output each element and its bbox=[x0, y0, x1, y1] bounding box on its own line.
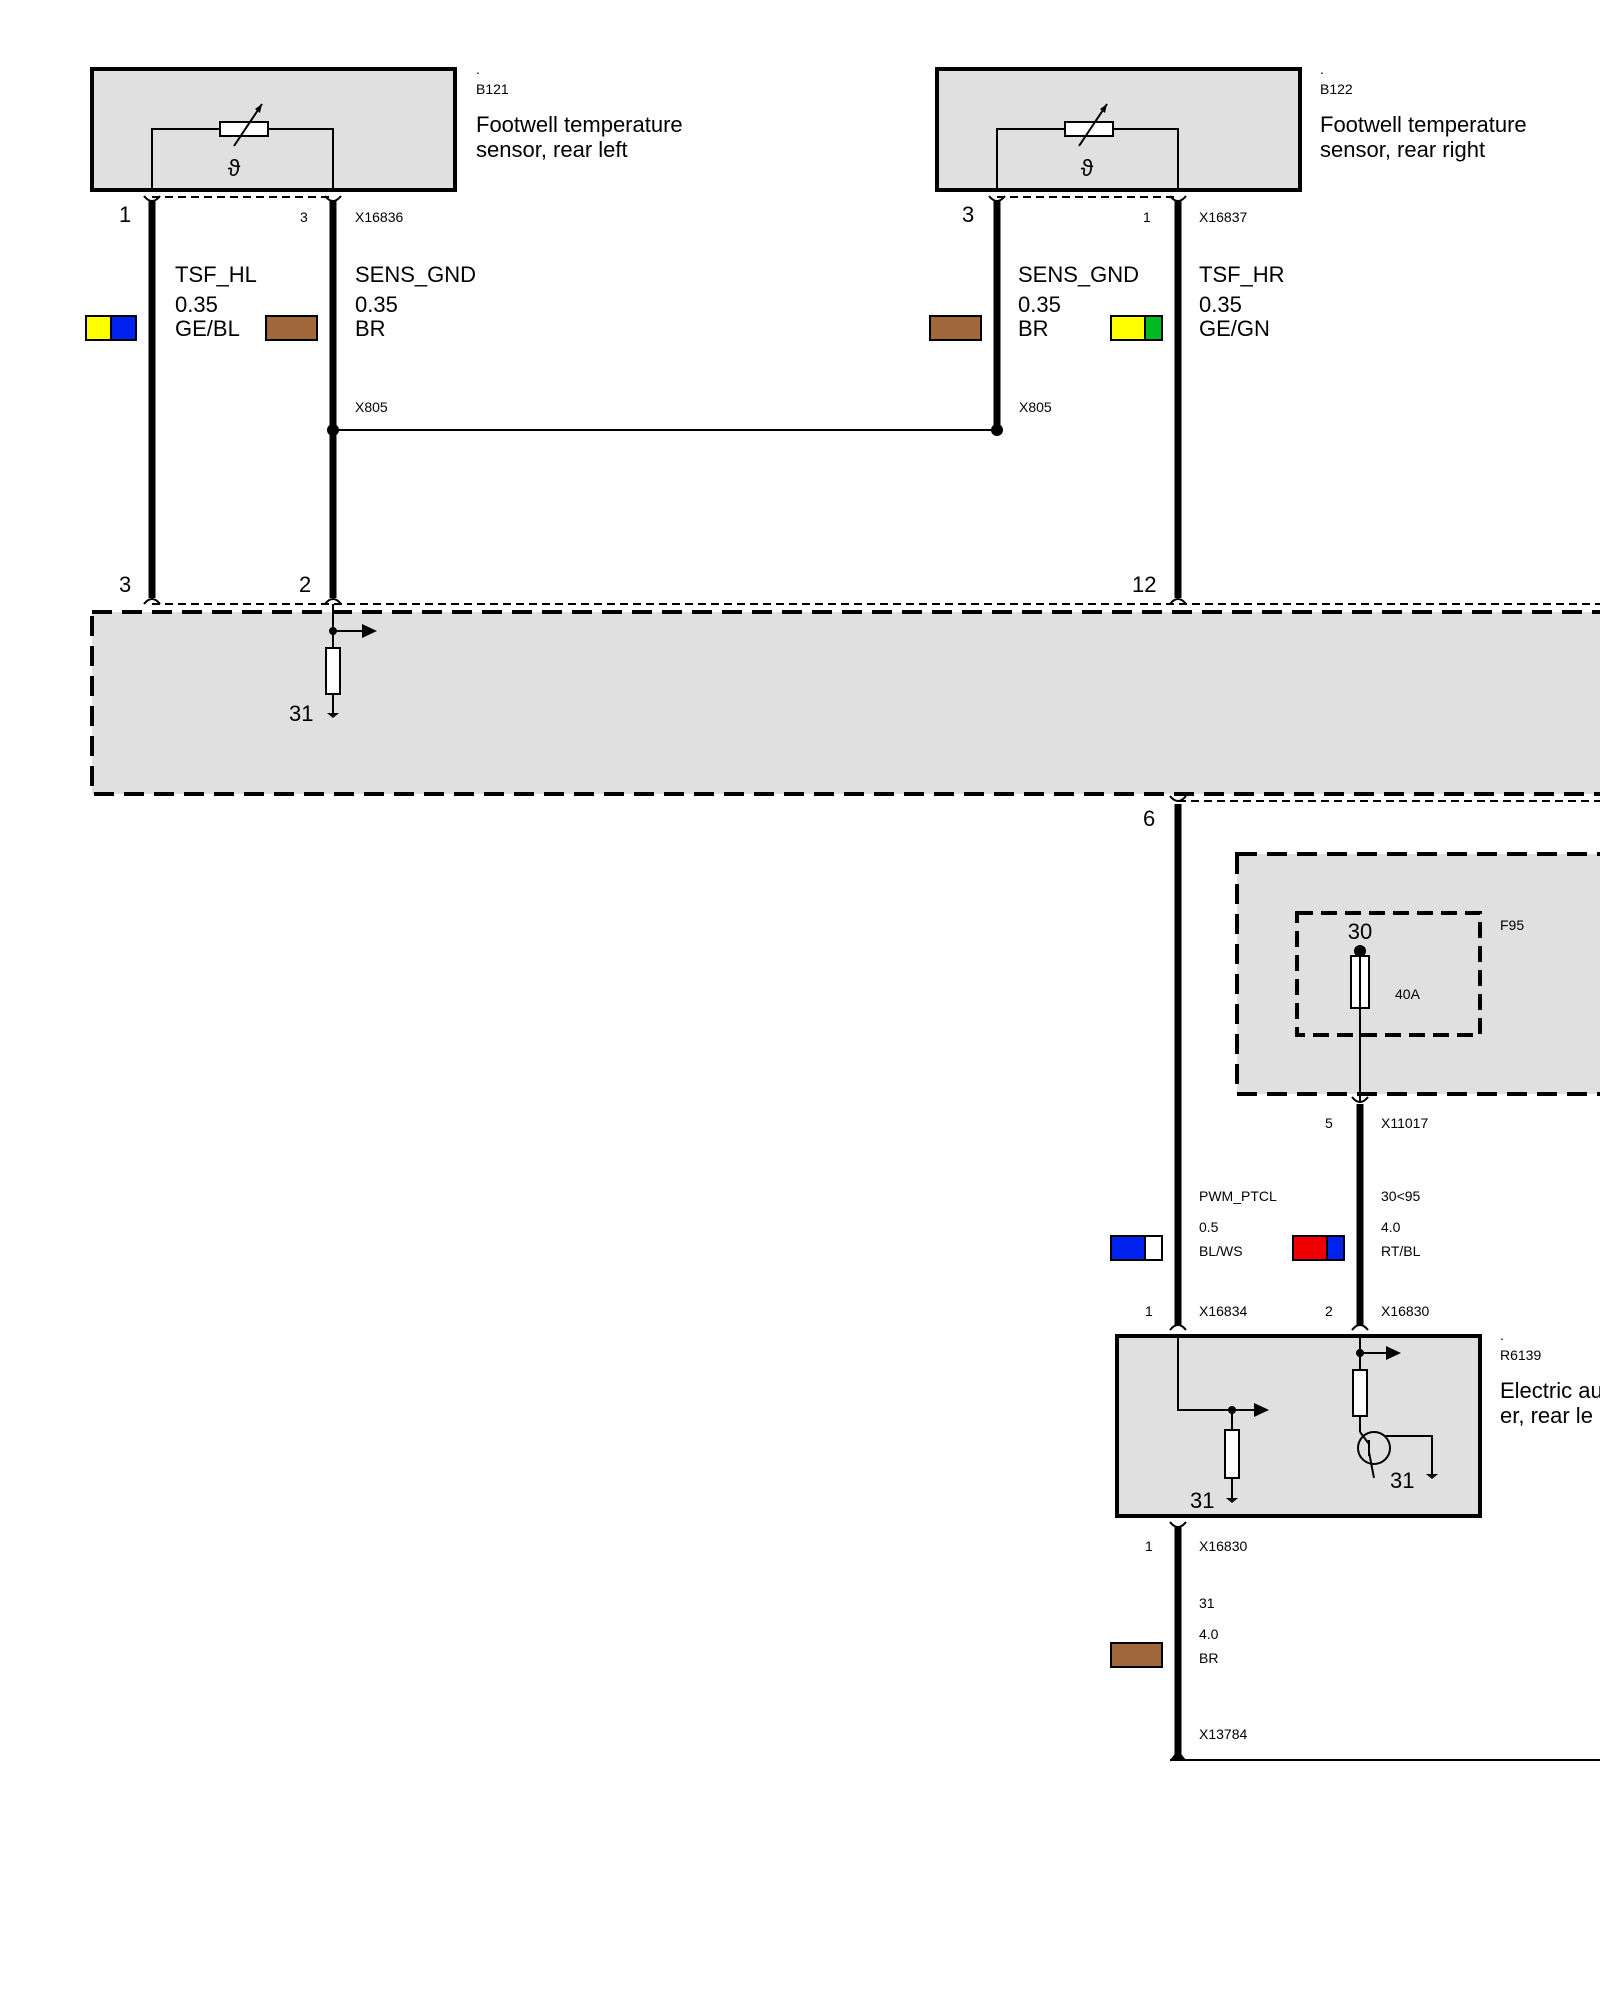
thermo-symbol-left: ϑ bbox=[228, 155, 241, 181]
sensor-b122: ϑ . B122 Footwell temperature sensor, re… bbox=[935, 61, 1527, 227]
ground-wire: 31 4.0 BR X13784 bbox=[1110, 1526, 1600, 1761]
module-pin-sens-gnd: 2 bbox=[299, 572, 311, 597]
wire-supply-label: 30<95 4.0 RT/BL bbox=[1292, 1188, 1421, 1261]
tsf-hr-color: GE/GN bbox=[1199, 316, 1270, 341]
fuse-connector: X11017 bbox=[1381, 1115, 1428, 1131]
b122-id: B122 bbox=[1320, 81, 1353, 97]
fuse-id: F95 bbox=[1500, 917, 1524, 933]
r6139-connector-pwm: X16834 bbox=[1199, 1303, 1247, 1319]
fuse-pin: 5 bbox=[1325, 1115, 1333, 1131]
r6139-pin-pwm: 1 bbox=[1145, 1303, 1153, 1319]
ground-point-connector: X13784 bbox=[1199, 1726, 1247, 1742]
b121-dot: . bbox=[476, 61, 480, 77]
fuse-rating: 40A bbox=[1395, 986, 1421, 1002]
b122-pin-left: 3 bbox=[962, 202, 974, 227]
sens-gnd-right-gauge: 0.35 bbox=[1018, 292, 1061, 317]
r6139-box bbox=[1115, 1334, 1482, 1518]
sens-gnd-left-gauge: 0.35 bbox=[355, 292, 398, 317]
wire-tsf-hr-label: TSF_HR 0.35 GE/GN bbox=[1110, 262, 1285, 341]
splice-left-label: X805 bbox=[355, 399, 388, 415]
sensor-b121: ϑ . B121 Footwell temperature sensor, re… bbox=[90, 61, 683, 227]
r6139-ground-left: 31 bbox=[1190, 1488, 1214, 1513]
b122-pin-right: 1 bbox=[1143, 209, 1151, 225]
supply-gauge: 4.0 bbox=[1381, 1219, 1401, 1235]
wire-tsf-hl-label: TSF_HL 0.35 GE/BL bbox=[85, 262, 257, 341]
heater-r6139: 1 X16834 2 X16830 . R6139 Electric au er… bbox=[1115, 1303, 1600, 1554]
b122-name-line1: Footwell temperature bbox=[1320, 112, 1527, 137]
r6139-id: R6139 bbox=[1500, 1347, 1541, 1363]
b122-dot: . bbox=[1320, 61, 1324, 77]
r6139-ground-right: 31 bbox=[1390, 1468, 1414, 1493]
wire-pwm-label: PWM_PTCL 0.5 BL/WS bbox=[1110, 1188, 1277, 1261]
pwm-signal: PWM_PTCL bbox=[1199, 1188, 1277, 1204]
module-pin-tsf-hl: 3 bbox=[119, 572, 131, 597]
pwm-gauge: 0.5 bbox=[1199, 1219, 1219, 1235]
ground-signal: 31 bbox=[1199, 1595, 1215, 1611]
control-module-box bbox=[90, 610, 1600, 796]
splice-right-label: X805 bbox=[1019, 399, 1052, 415]
fuse-box-inner bbox=[1295, 911, 1482, 1037]
b121-pin-left: 1 bbox=[119, 202, 131, 227]
fuse-terminal: 30 bbox=[1348, 919, 1372, 944]
b121-connector: X16836 bbox=[355, 209, 403, 225]
tsf-hr-gauge: 0.35 bbox=[1199, 292, 1242, 317]
b121-id: B121 bbox=[476, 81, 509, 97]
transistor-symbol bbox=[1357, 1431, 1391, 1465]
tsf-hl-gauge: 0.35 bbox=[175, 292, 218, 317]
tsf-hl-signal: TSF_HL bbox=[175, 262, 257, 287]
sens-gnd-left-signal: SENS_GND bbox=[355, 262, 476, 287]
tsf-hl-color: GE/BL bbox=[175, 316, 240, 341]
thermo-symbol-right: ϑ bbox=[1081, 155, 1094, 181]
fuse-box-outer bbox=[1235, 852, 1600, 1096]
r6139-name-line1: Electric au bbox=[1500, 1378, 1600, 1403]
ground-gauge: 4.0 bbox=[1199, 1626, 1219, 1642]
wires-lower bbox=[1169, 804, 1369, 1331]
r6139-pin-supply: 2 bbox=[1325, 1303, 1333, 1319]
module-pin-tsf-hr: 12 bbox=[1132, 572, 1156, 597]
wire-sens-gnd-left-label: SENS_GND 0.35 BR bbox=[265, 262, 476, 341]
r6139-connector-supply: X16830 bbox=[1381, 1303, 1429, 1319]
supply-color: RT/BL bbox=[1381, 1243, 1421, 1259]
b121-name-line1: Footwell temperature bbox=[476, 112, 683, 137]
module-pin-pwm: 6 bbox=[1143, 806, 1155, 831]
fuse-box-f95: F95 30 40A 5 X11017 bbox=[1235, 852, 1600, 1131]
supply-signal: 30<95 bbox=[1381, 1188, 1421, 1204]
r6139-dot: . bbox=[1500, 1327, 1504, 1343]
r6139-name-line2: er, rear le bbox=[1500, 1403, 1593, 1428]
r6139-connector-ground: X16830 bbox=[1199, 1538, 1247, 1554]
b122-connector: X16837 bbox=[1199, 209, 1247, 225]
ground-color: BR bbox=[1199, 1650, 1218, 1666]
wires-top: X805 X805 bbox=[143, 195, 1187, 605]
b121-pin-right: 3 bbox=[300, 209, 308, 225]
b121-name-line2: sensor, rear left bbox=[476, 137, 628, 162]
r6139-pin-ground: 1 bbox=[1145, 1538, 1153, 1554]
module-ground-label: 31 bbox=[289, 701, 313, 726]
sens-gnd-right-color: BR bbox=[1018, 316, 1049, 341]
control-module: 3 2 12 31 6 bbox=[90, 572, 1600, 831]
wire-sens-gnd-right-label: SENS_GND 0.35 BR bbox=[929, 262, 1139, 341]
sens-gnd-left-color: BR bbox=[355, 316, 386, 341]
pwm-color: BL/WS bbox=[1199, 1243, 1243, 1259]
tsf-hr-signal: TSF_HR bbox=[1199, 262, 1285, 287]
b122-name-line2: sensor, rear right bbox=[1320, 137, 1485, 162]
sens-gnd-right-signal: SENS_GND bbox=[1018, 262, 1139, 287]
